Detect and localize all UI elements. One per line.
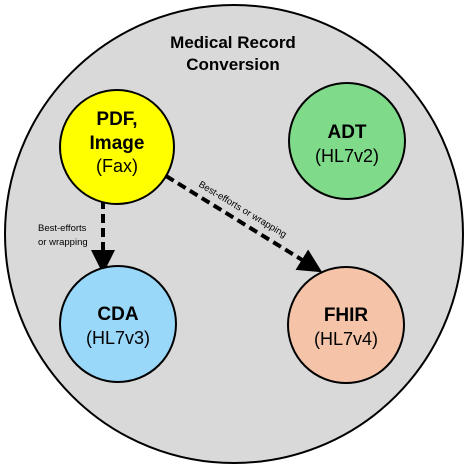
node-adt [288, 82, 406, 200]
node-pdf-label-line1: PDF, [96, 109, 137, 130]
node-pdf-label-line3: (Fax) [96, 156, 138, 176]
node-fhir-label-line2: (HL7v4) [314, 329, 378, 349]
node-adt-label-line2: (HL7v2) [315, 146, 379, 166]
edge-label-pdf-cda-line1: Best-efforts [38, 223, 87, 234]
node-adt-label-line1: ADT [327, 122, 366, 143]
node-fhir-label-line1: FHIR [324, 305, 369, 326]
edge-label-pdf-cda-line2: or wrapping [38, 237, 88, 248]
node-pdf-label-line2: Image [90, 133, 145, 154]
node-pdf-image-fax [59, 89, 175, 205]
diagram-title-line2: Conversion [186, 55, 280, 74]
node-fhir [287, 266, 405, 384]
node-cda [59, 265, 177, 383]
node-cda-label-line2: (HL7v3) [86, 328, 150, 348]
node-cda-label-line1: CDA [97, 304, 138, 325]
diagram-title-line1: Medical Record [170, 33, 296, 52]
edge-pdf-to-fhir [164, 174, 323, 273]
